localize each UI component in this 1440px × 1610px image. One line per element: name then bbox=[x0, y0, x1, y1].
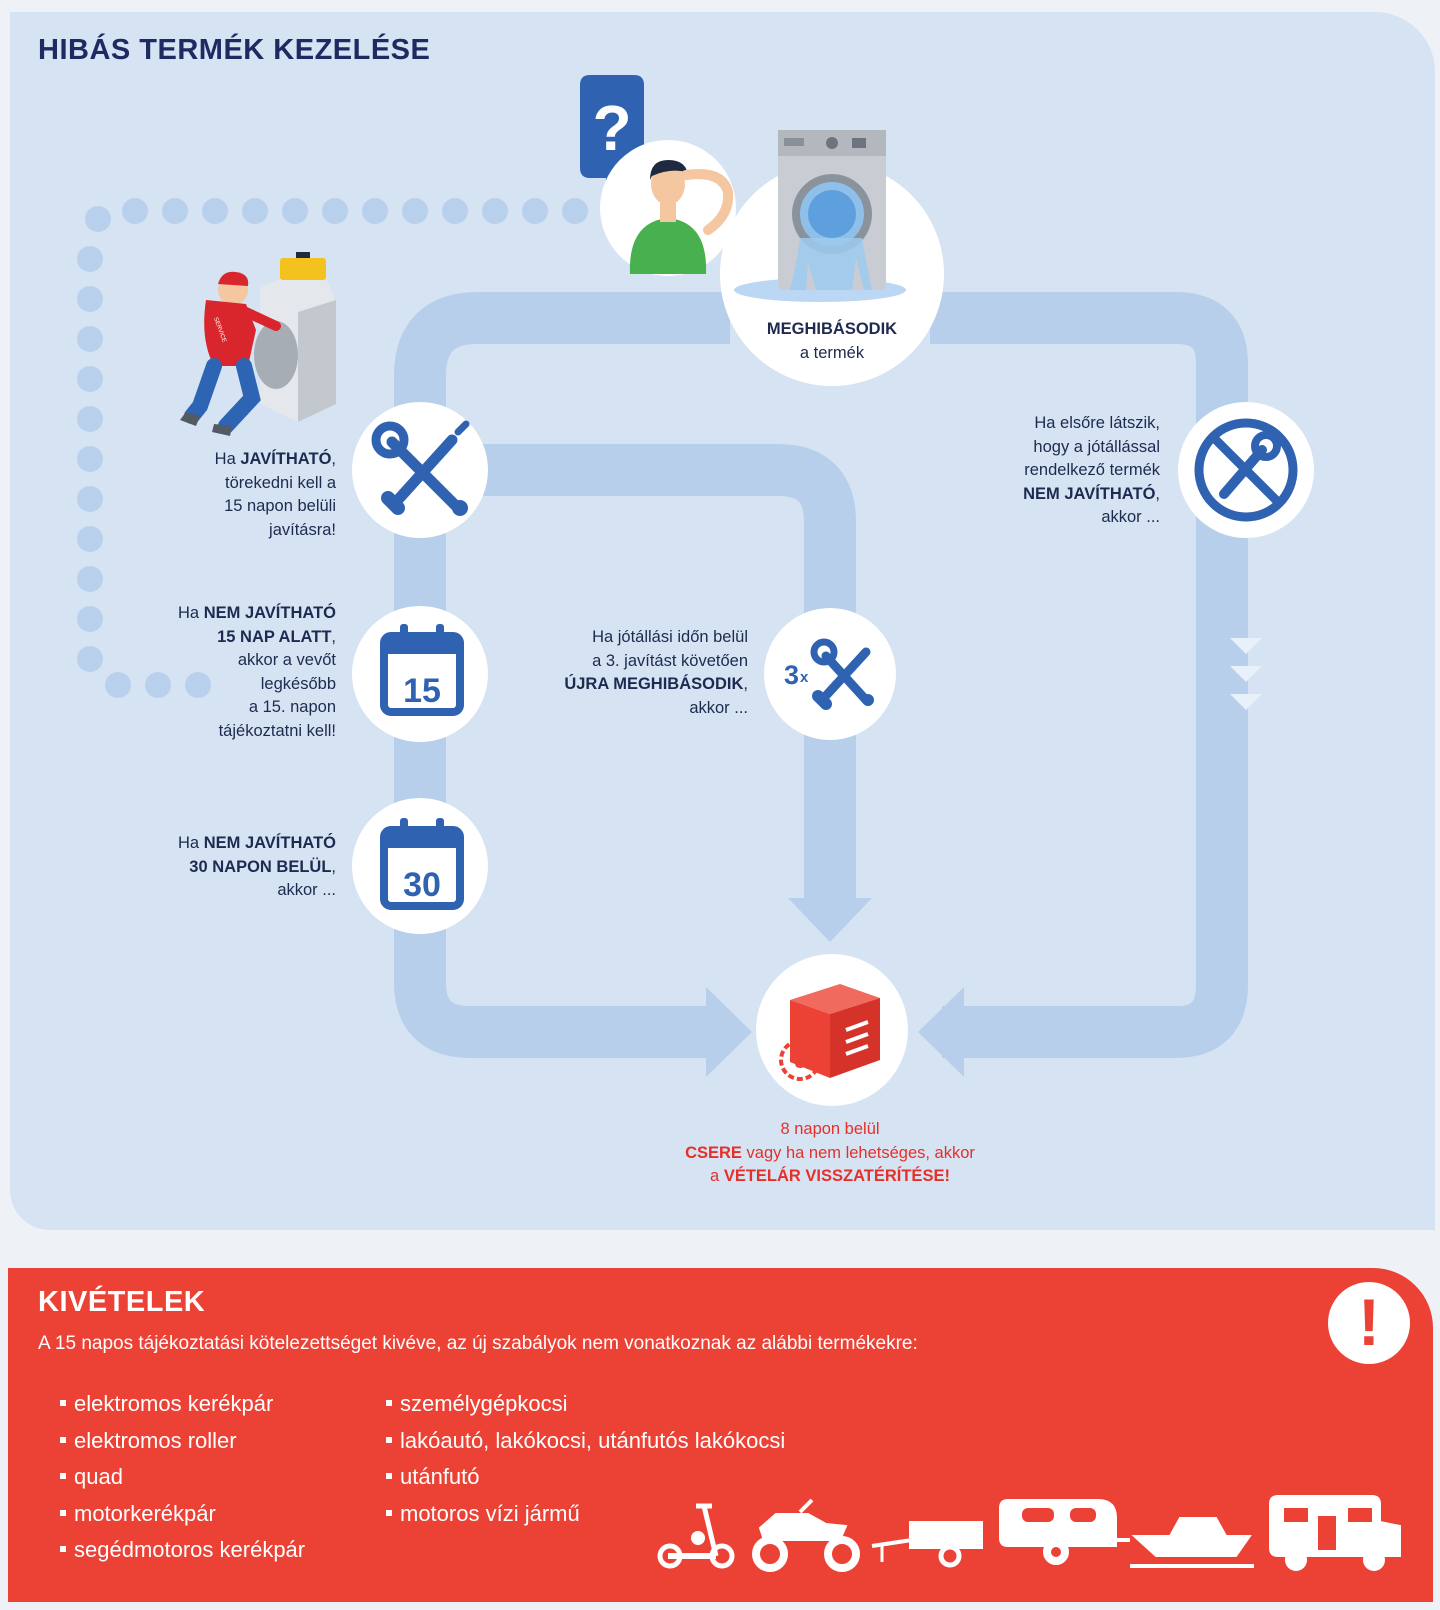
svg-text:3: 3 bbox=[784, 660, 799, 690]
third-repair-icon: 3 x bbox=[764, 608, 896, 740]
chevrons-down-icon bbox=[1230, 638, 1262, 710]
no-repair-icon bbox=[1178, 402, 1314, 538]
arrow-head-left bbox=[706, 987, 752, 1077]
arrow-head-middle bbox=[788, 898, 872, 942]
exception-item: személygépkocsi bbox=[386, 1386, 785, 1423]
flow-band-middle bbox=[460, 444, 856, 900]
exceptions-title: KIVÉTELEK bbox=[38, 1286, 206, 1318]
svg-text:15: 15 bbox=[403, 672, 441, 710]
motorboat-icon bbox=[1130, 1517, 1254, 1568]
caravan-icon bbox=[999, 1499, 1130, 1565]
exceptions-list-2: személygépkocsi lakóautó, lakókocsi, utá… bbox=[386, 1386, 785, 1532]
trailer-icon bbox=[871, 1521, 983, 1568]
svg-text:8: 8 bbox=[794, 1051, 805, 1073]
arrow-head-right bbox=[918, 987, 964, 1077]
repair-tools-icon bbox=[352, 402, 488, 538]
flow-band-right bbox=[930, 292, 1248, 1058]
exception-item: motorkerékpár bbox=[60, 1496, 305, 1533]
vehicle-icons bbox=[657, 1495, 1401, 1572]
exceptions-intro: A 15 napos tájékoztatási kötelezettséget… bbox=[38, 1333, 918, 1354]
exception-item: quad bbox=[60, 1459, 305, 1496]
exclamation-icon: ! bbox=[1328, 1282, 1410, 1364]
replacement-box-icon: 8 bbox=[756, 954, 908, 1106]
svg-text:30: 30 bbox=[403, 866, 441, 904]
motorhome-icon bbox=[1269, 1495, 1401, 1571]
exception-item: motoros vízi jármű bbox=[386, 1496, 785, 1533]
step-not-repairable-first-text: Ha elsőre látszik, hogy a jótállással re… bbox=[1023, 414, 1160, 526]
repairman-illustration: SERVICE bbox=[180, 252, 336, 436]
flow-bands bbox=[394, 292, 1248, 1058]
step-result-text: 8 napon belül CSERE vagy ha nem lehetség… bbox=[685, 1120, 975, 1185]
calendar-15-icon: 15 bbox=[352, 606, 488, 742]
exception-item: utánfutó bbox=[386, 1459, 785, 1496]
flow-band-left bbox=[394, 292, 730, 1058]
step-repairable-text: Ha JAVÍTHATÓ, törekedni kell a 15 napon … bbox=[214, 450, 336, 539]
exception-item: lakóautó, lakókocsi, utánfutós lakókocsi bbox=[386, 1423, 785, 1460]
broken-washing-machine-icon bbox=[720, 130, 944, 386]
exceptions-list-1: elektromos kerékpár elektromos roller qu… bbox=[60, 1386, 305, 1569]
calendar-30-icon: 30 bbox=[352, 798, 488, 934]
step-third-failure-text: Ha jótállási időn belül a 3. javítást kö… bbox=[564, 628, 748, 717]
dotted-path bbox=[77, 198, 588, 698]
exception-item: elektromos kerékpár bbox=[60, 1386, 305, 1423]
svg-text:?: ? bbox=[592, 92, 631, 164]
exception-item: elektromos roller bbox=[60, 1423, 305, 1460]
worried-person-icon bbox=[600, 140, 736, 276]
step-not-repairable-30-text: Ha NEM JAVÍTHATÓ 30 NAPON BELÜL, akkor .… bbox=[178, 834, 336, 899]
step-not-repairable-15-text: Ha NEM JAVÍTHATÓ 15 NAP ALATT, akkor a v… bbox=[178, 604, 336, 740]
svg-text:x: x bbox=[800, 669, 809, 686]
exception-item: segédmotoros kerékpár bbox=[60, 1532, 305, 1569]
svg-text:!: ! bbox=[1358, 1285, 1380, 1359]
quad-icon bbox=[752, 1498, 860, 1572]
page-title: HIBÁS TERMÉK KEZELÉSE bbox=[38, 34, 431, 66]
